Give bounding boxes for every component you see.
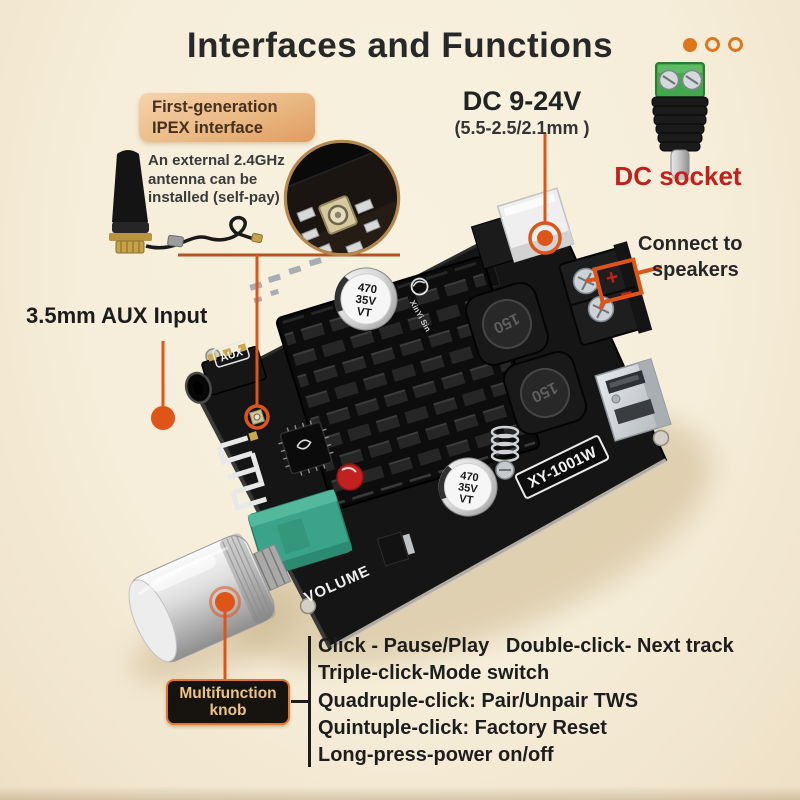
inductor-150: 150 [465,282,549,366]
marker-knob [215,592,235,612]
antenna-note-line2: antenna can be [148,170,258,188]
capacitor-text: 35V [457,481,479,496]
inductor-150: 150 [503,351,587,435]
page-title: Interfaces and Functions [186,26,614,65]
dc-jack [470,187,575,270]
antenna-note-line3: installed (self-pay) [148,189,280,206]
marker-dc-ring [528,221,562,255]
function-item: Triple-click-Mode switch [318,662,550,685]
speakers-label-line1: Connect to [638,233,743,255]
marker-ipex [244,404,270,430]
dc-plug-icon [651,62,709,180]
speakers-label: Connect to speakers [638,231,742,283]
functions-bracket-line [308,636,311,767]
ipex-connector [248,408,266,426]
function-item: Long-press-power on/off [318,744,554,767]
ipex-label-line1: First-generation [152,98,278,117]
capacitor-text: 470 [459,470,479,484]
capacitor-text: VT [356,306,372,320]
minus-sign: − [618,281,635,306]
antenna-note: An external 2.4GHz antenna can be instal… [148,152,285,208]
ipex-label-line2: IPEX interface [152,118,263,137]
plus-sign: + [603,265,620,290]
capacitor-470uf: 470 35V VT [334,267,398,331]
function-item: Quintuple-click: Factory Reset [318,716,607,739]
functions-connector-line [291,700,309,703]
ipex-connector-closeup [318,195,358,235]
aux-label: 3.5mm AUX Input [26,303,208,328]
marker-aux [151,406,175,430]
capacitor-text: VT [458,493,474,507]
pager-dot-active [683,37,697,52]
dc-voltage-label: DC 9-24V [462,86,582,116]
bluetooth-antenna-trace [216,431,268,511]
dc-socket-label: DC socket [614,161,742,191]
ipex-label-box: First-generation IPEX interface [139,93,315,142]
ic-chip [278,420,334,476]
potentiometer [247,489,353,577]
annotations: + − [151,133,663,679]
usb-port [594,358,672,442]
volume-knob [128,533,292,663]
knob-label-line1: Multifunction [179,684,277,702]
capacitor-text: 35V [355,294,377,309]
screw-hole [652,429,670,447]
knob-label-box: Multifunction knob [166,679,290,725]
antenna-note-line1: An external 2.4GHz [148,152,285,169]
capacitor-text: 470 [357,282,378,297]
capacitor-470uf: 470 35V VT [438,457,498,517]
dc-power-label: DC 9-24V (5.5-2.5/2.1mm ) [448,86,596,139]
pager-dot [705,37,720,52]
pager-dot [728,37,743,52]
dc-size-label: (5.5-2.5/2.1mm ) [454,118,590,138]
function-item: Quadruple-click: Pair/Unpair TWS [318,689,639,712]
speakers-label-line2: speakers [652,259,739,281]
spring-screw [490,425,520,480]
antenna-icon [109,150,263,254]
knob-label-line2: knob [209,702,247,719]
screw-hole [299,597,317,615]
transistor [376,531,416,567]
aux-jack: AUX [184,340,267,404]
pager-dots [683,37,743,52]
functions-list: Click - Pause/Play Double-click- Next tr… [318,633,780,769]
smd-pads [249,257,322,304]
bottom-shade [0,786,800,800]
speaker-polarity-bracket: + − [585,257,663,310]
antenna-pigtail-cable [145,215,255,250]
function-item: Click - Pause/Play Double-click- Next tr… [318,635,734,657]
marker-dc [537,230,553,246]
red-capacitor [336,463,364,491]
